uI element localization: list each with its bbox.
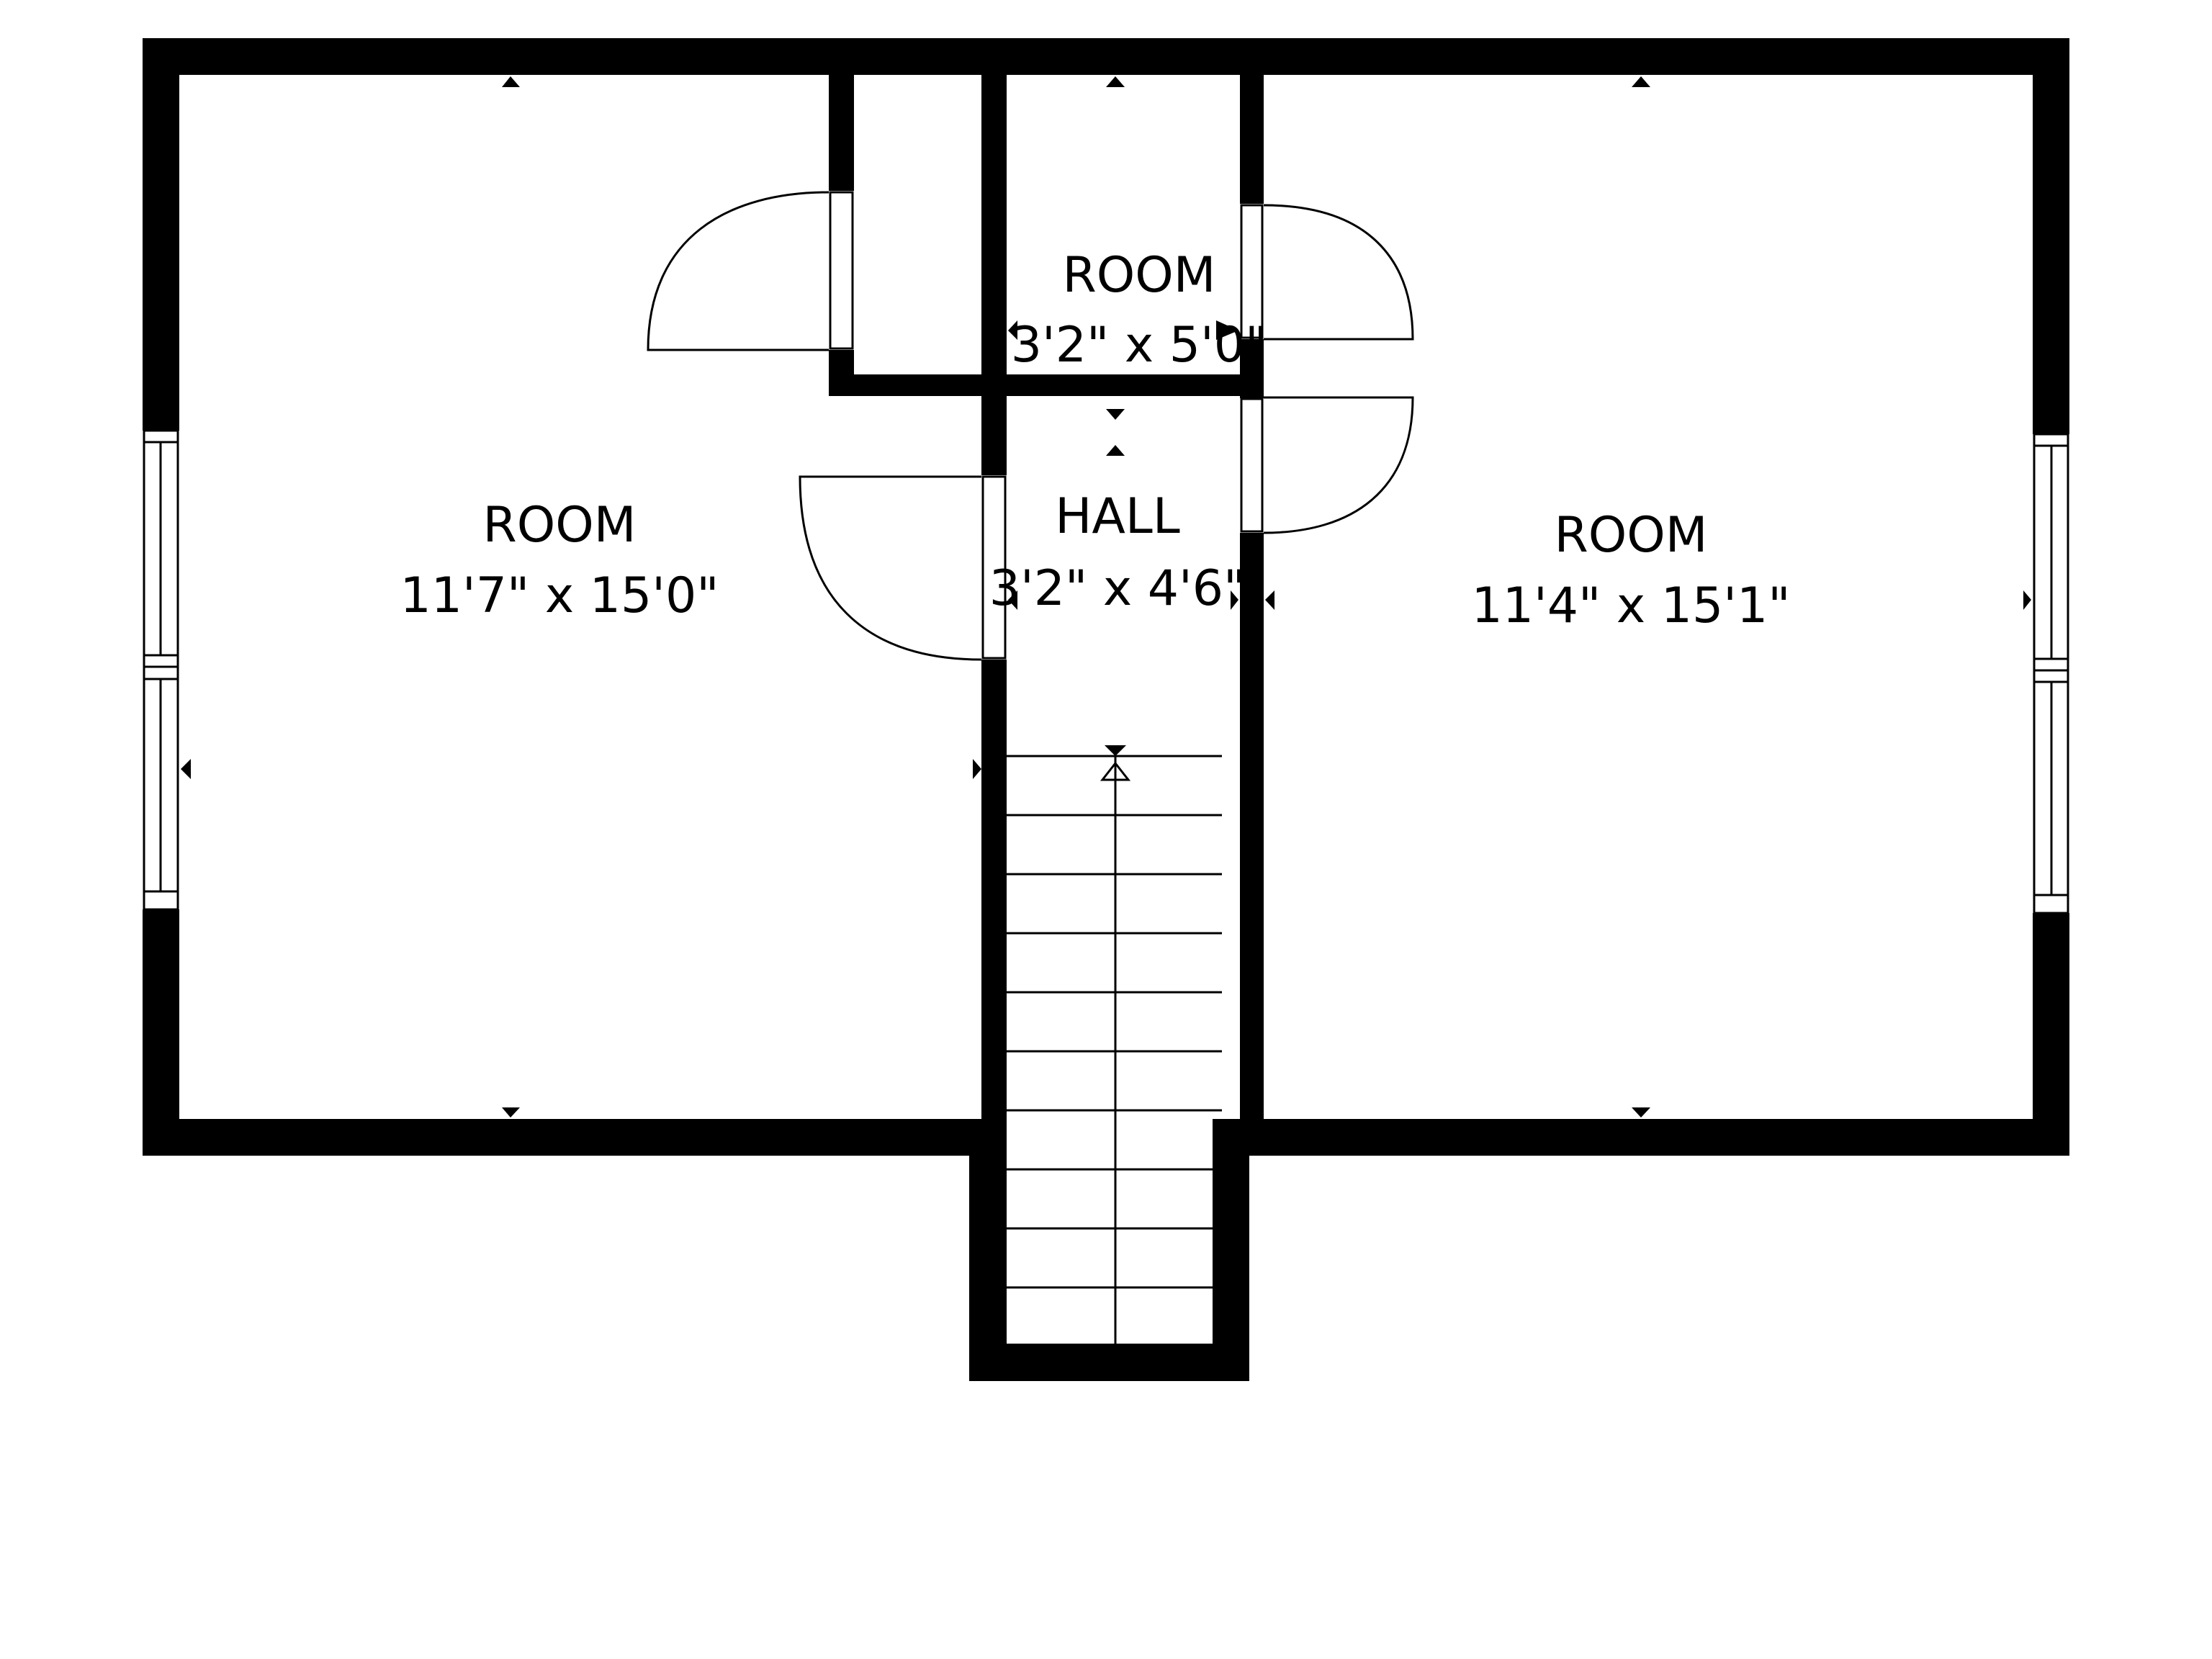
room-right-name: ROOM — [1555, 507, 1708, 564]
window-left — [143, 429, 179, 911]
door-small-room-right — [1240, 204, 1414, 341]
room-small-dimensions: 3'2" x 5'0" — [1011, 317, 1267, 374]
room-left-name: ROOM — [483, 497, 637, 554]
room-small-name: ROOM — [1063, 247, 1216, 304]
hall-dimensions: 3'2" x 4'6" — [989, 560, 1246, 617]
dimension-markers — [181, 76, 2031, 1118]
outer-walls — [143, 38, 2069, 1381]
window-right — [2033, 433, 2069, 914]
room-left-dimensions: 11'7" x 15'0" — [400, 567, 719, 624]
room-right-dimensions: 11'4" x 15'1" — [1472, 577, 1791, 634]
interior-walls — [829, 75, 1264, 1119]
door-closet — [647, 191, 854, 351]
door-left-room-hall — [799, 475, 1007, 661]
door-hall-right — [1240, 396, 1414, 534]
hall-name: HALL — [1055, 488, 1180, 545]
stair-arrow-icon — [1105, 745, 1126, 756]
staircase — [1007, 755, 1222, 1344]
